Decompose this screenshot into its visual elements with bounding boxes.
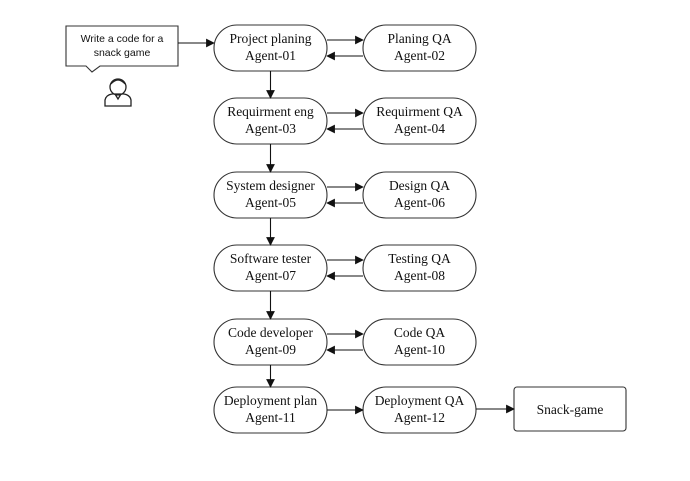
user-icon	[104, 78, 132, 107]
agent-node: Testing QA Agent-08	[362, 244, 477, 292]
output-box: Snack-game	[513, 386, 627, 432]
agent-node-shape	[362, 318, 477, 366]
agent-id: Agent-04	[394, 121, 445, 136]
agent-role: Planing QA	[387, 31, 451, 46]
agent-node-shape	[362, 24, 477, 72]
agent-role: Code QA	[394, 325, 446, 340]
agent-id: Agent-10	[394, 342, 445, 357]
agent-role: Software tester	[230, 251, 312, 266]
agent-id: Agent-12	[394, 410, 445, 425]
request-line-1: Write a code for a	[81, 33, 164, 45]
agent-node-shape	[362, 97, 477, 145]
agent-node: Code QA Agent-10	[362, 318, 477, 366]
agent-role: Requirment QA	[376, 104, 463, 119]
agent-role: Testing QA	[388, 251, 451, 266]
output-label: Snack-game	[537, 402, 604, 417]
agent-role: Project planing	[229, 31, 311, 46]
agent-role: Requirment eng	[227, 104, 314, 119]
agent-node: Planing QA Agent-02	[362, 24, 477, 72]
agent-id: Agent-08	[394, 268, 445, 283]
agent-node: Requirment QA Agent-04	[362, 97, 477, 145]
agent-id: Agent-05	[245, 195, 296, 210]
agent-id: Agent-06	[394, 195, 445, 210]
agent-node: Design QA Agent-06	[362, 171, 477, 219]
agent-id: Agent-07	[245, 268, 296, 283]
request-line-2: snack game	[94, 47, 151, 59]
agent-id: Agent-03	[245, 121, 296, 136]
agent-id: Agent-11	[245, 410, 296, 425]
agent-role: Deployment QA	[375, 393, 465, 408]
agent-role: System designer	[226, 178, 315, 193]
agent-id: Agent-01	[245, 48, 296, 63]
agent-node: Deployment QA Agent-12	[362, 386, 477, 434]
agent-id: Agent-09	[245, 342, 296, 357]
request-bubble: Write a code for a snack game	[65, 25, 179, 73]
agent-node-shape	[362, 244, 477, 292]
agent-role: Deployment plan	[224, 393, 318, 408]
agent-role: Code developer	[228, 325, 314, 340]
agent-node-shape	[362, 171, 477, 219]
agent-id: Agent-02	[394, 48, 445, 63]
agent-role: Design QA	[389, 178, 450, 193]
